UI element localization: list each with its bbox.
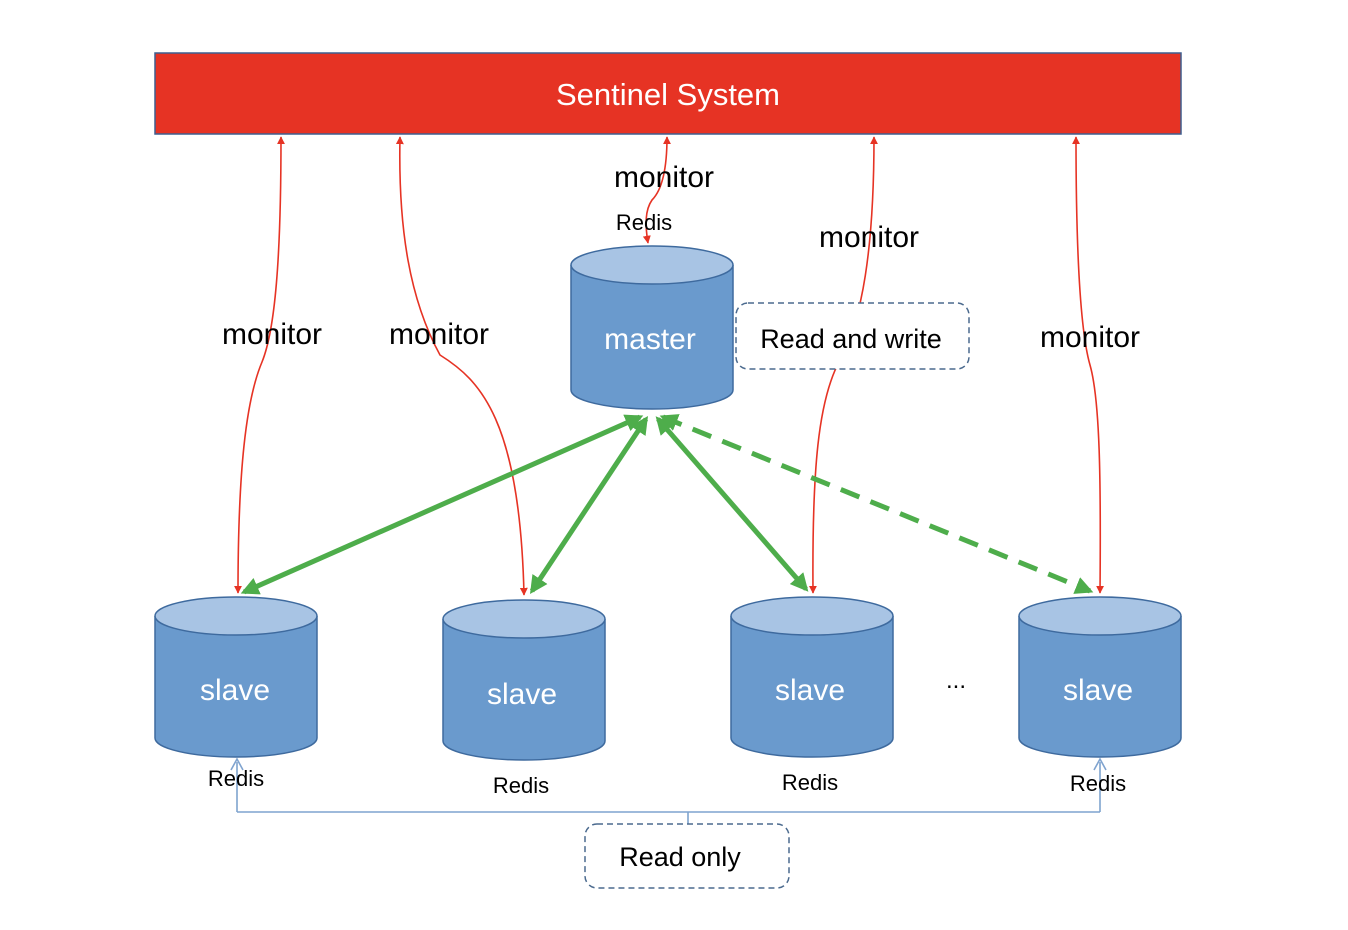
slave-label: slave: [200, 674, 270, 707]
slave-label: slave: [775, 674, 845, 707]
replication-arrow-slave-4: [659, 414, 1094, 594]
monitor-arrow-master: [642, 136, 671, 244]
monitor-label: monitor: [389, 318, 489, 351]
slave-database: slave: [1018, 596, 1182, 758]
more-slaves-ellipsis: ...: [946, 667, 966, 694]
master-redis-tag: Redis: [616, 210, 672, 235]
read-write-note: Read and write: [735, 302, 970, 370]
monitor-arrow-slave-4: [1072, 136, 1105, 594]
slave-label: slave: [1063, 674, 1133, 707]
slave-redis-tag: Redis: [1070, 771, 1126, 796]
slave-redis-tag: Redis: [208, 766, 264, 791]
monitor-label: monitor: [614, 161, 714, 194]
slave-redis-tag: Redis: [782, 770, 838, 795]
master-label: master: [604, 323, 696, 356]
monitor-label: monitor: [222, 318, 322, 351]
replication-arrow-slave-2: [529, 415, 649, 595]
slave-database: slave: [730, 596, 894, 758]
slave-redis-tag: Redis: [493, 773, 549, 798]
sentinel-system-box: Sentinel System: [154, 52, 1182, 135]
master-database: master: [570, 245, 734, 410]
read-only-note: Read only: [584, 823, 790, 889]
replication-arrows: [240, 414, 1094, 595]
monitor-arrow-slave-2: [395, 136, 528, 596]
replication-arrow-slave-1: [240, 414, 644, 595]
monitor-label: monitor: [1040, 321, 1140, 354]
monitor-arrow-slave-1: [234, 136, 285, 594]
read-only-connector: [230, 757, 1107, 825]
slave-database: slave: [154, 596, 318, 758]
sentinel-system-label: Sentinel System: [556, 77, 780, 112]
monitor-label: monitor: [819, 221, 919, 254]
read-only-label: Read only: [619, 842, 741, 872]
slave-database: slave: [442, 599, 606, 761]
slave-label: slave: [487, 678, 557, 711]
read-write-label: Read and write: [760, 324, 942, 354]
